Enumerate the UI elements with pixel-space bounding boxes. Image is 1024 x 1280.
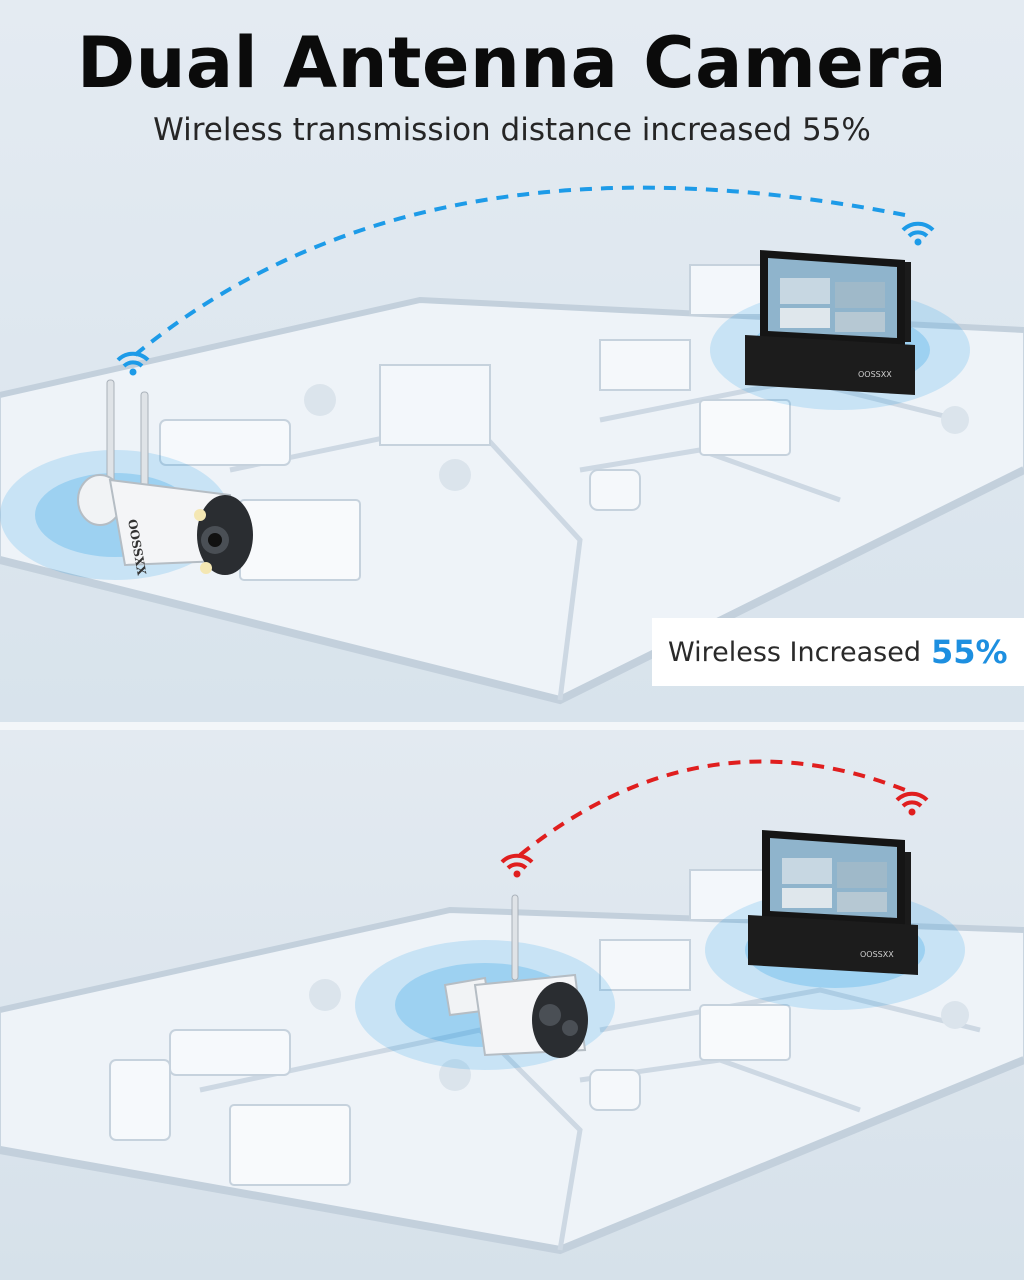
top-comparison-panel: OOSSXX OOSSXX Dual Antenna Camera Wirele…: [0, 0, 1024, 722]
badge-percentage: 55%: [930, 633, 1008, 671]
svg-text:OOSSXX: OOSSXX: [860, 950, 894, 959]
floorplan-scene-bottom: OOSSXX: [0, 759, 1024, 1255]
nvr-monitor: OOSSXX: [745, 250, 915, 395]
floorplan-scene-top: OOSSXX OOSSXX: [0, 185, 1024, 705]
page-title: Dual Antenna Camera: [76, 22, 948, 104]
single-antenna-camera: [443, 894, 588, 1058]
panel-divider: [0, 722, 1024, 730]
wireless-increase-badge: Wireless Increased 55%: [652, 618, 1024, 686]
wifi-icon: [500, 853, 534, 878]
wifi-icon: [901, 221, 935, 246]
dual-antenna-camera: OOSSXX: [77, 379, 253, 577]
bottom-comparison-panel: OOSSXX: [0, 730, 1024, 1280]
nvr-monitor: OOSSXX: [748, 830, 918, 975]
svg-text:OOSSXX: OOSSXX: [858, 370, 892, 379]
badge-label: Wireless Increased: [668, 636, 921, 668]
wifi-icon: [895, 791, 929, 816]
page-subtitle: Wireless transmission distance increased…: [153, 112, 871, 148]
wifi-icon: [116, 351, 150, 376]
